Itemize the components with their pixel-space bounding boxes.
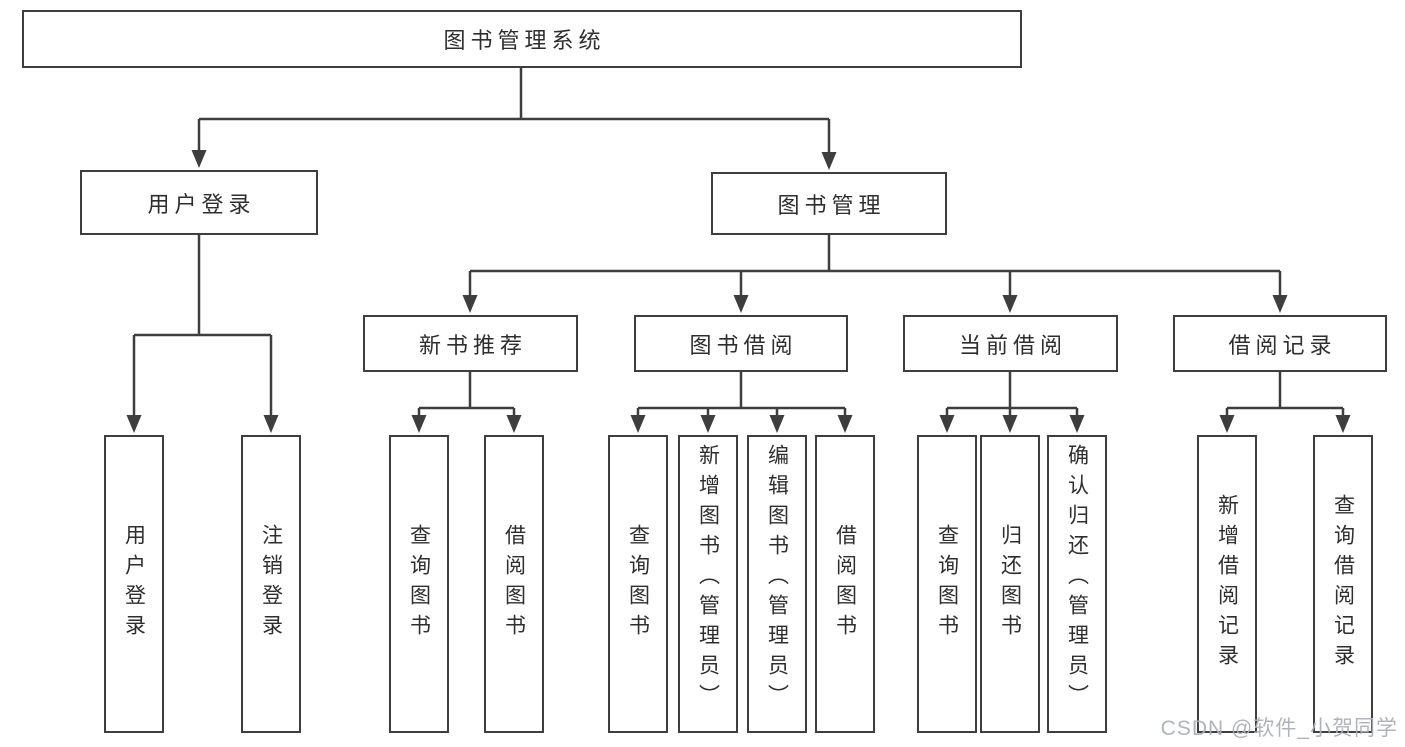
leaf-return-books: 归还图书 xyxy=(980,435,1040,733)
leaf-logout: 注销登录 xyxy=(241,435,301,733)
leaf-query-books-recommend: 查询图书 xyxy=(389,435,449,733)
leaf-label: 确认归还（管理员） xyxy=(1065,444,1089,714)
leaf-query-books-borrow: 查询图书 xyxy=(608,435,668,733)
node-user-login: 用户登录 xyxy=(80,170,318,235)
leaf-confirm-return-admin: 确认归还（管理员） xyxy=(1047,435,1107,733)
leaf-label: 查询图书 xyxy=(626,524,650,644)
leaf-label: 新增借阅记录 xyxy=(1215,494,1239,674)
leaf-label: 归还图书 xyxy=(998,524,1022,644)
leaf-edit-books-admin: 编辑图书（管理员） xyxy=(747,435,807,733)
leaf-label: 查询图书 xyxy=(407,524,431,644)
node-book-management: 图书管理 xyxy=(711,172,947,235)
leaf-borrow-books: 借阅图书 xyxy=(815,435,875,733)
leaf-label: 查询借阅记录 xyxy=(1331,494,1355,674)
csdn-watermark: CSDN @软件_小贺同学 xyxy=(1160,717,1398,740)
leaf-add-borrow-record: 新增借阅记录 xyxy=(1197,435,1257,733)
leaf-query-borrow-record: 查询借阅记录 xyxy=(1313,435,1373,733)
leaf-label: 用户登录 xyxy=(122,524,146,644)
node-borrowing-records: 借阅记录 xyxy=(1173,315,1387,372)
leaf-label: 借阅图书 xyxy=(502,524,526,644)
leaf-label: 借阅图书 xyxy=(833,524,857,644)
node-current-borrowing: 当前借阅 xyxy=(903,315,1118,372)
leaf-add-books-admin: 新增图书（管理员） xyxy=(678,435,738,733)
leaf-label: 编辑图书（管理员） xyxy=(765,444,789,714)
leaf-query-books-current: 查询图书 xyxy=(917,435,977,733)
leaf-user-login: 用户登录 xyxy=(104,435,164,733)
leaf-label: 注销登录 xyxy=(259,524,283,644)
leaf-borrow-books-recommend: 借阅图书 xyxy=(484,435,544,733)
node-book-borrowing: 图书借阅 xyxy=(634,315,848,372)
leaf-label: 查询图书 xyxy=(935,524,959,644)
node-library-management-system: 图书管理系统 xyxy=(22,10,1022,68)
node-new-book-recommendation: 新书推荐 xyxy=(363,315,578,372)
leaf-label: 新增图书（管理员） xyxy=(696,444,720,714)
